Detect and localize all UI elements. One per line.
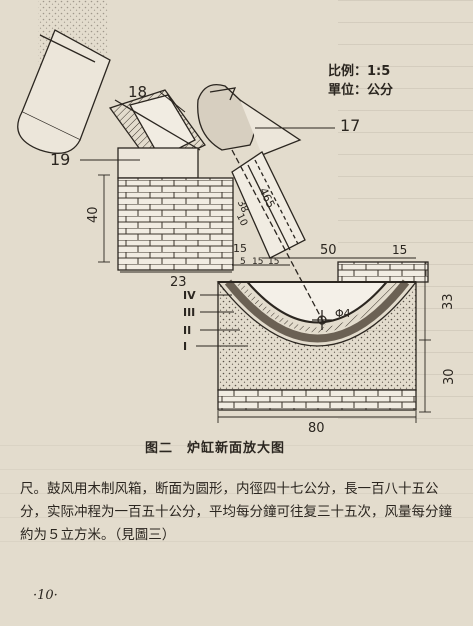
scale-label: 比例：1:5 xyxy=(328,64,391,79)
layer-II: II xyxy=(183,324,191,337)
layer-III: III xyxy=(183,306,195,319)
tuyere-axis xyxy=(231,149,326,326)
dim-38: 38 xyxy=(235,198,250,214)
dim-50: 50 xyxy=(320,243,337,258)
inclined-blast-pipe xyxy=(231,151,306,259)
brick-base xyxy=(217,389,417,411)
dim-5: 5 xyxy=(240,257,246,267)
dim-40: 40 xyxy=(86,206,101,223)
dimension-lines xyxy=(98,174,431,423)
label-18: 18 xyxy=(128,83,147,101)
label-17: 17 xyxy=(340,116,360,135)
dim-15-a: 15 xyxy=(233,242,247,255)
figure-caption: 图二 炉缸新面放大图 xyxy=(145,441,286,456)
brick-wall-upper xyxy=(117,147,234,271)
scale-legend: 比例：1:5 單位：公分 xyxy=(328,62,393,100)
layer-IV: IV xyxy=(183,289,196,302)
body-paragraph: 尺。鼓风用木制风箱，断面为圆形，内徑四十七公分，長一百八十五公分，实际冲程为一百… xyxy=(20,481,452,543)
dim-30: 30 xyxy=(442,368,457,385)
unit-label: 單位：公分 xyxy=(328,83,394,98)
dim-15-c: 15 xyxy=(268,257,279,267)
dim-23: 23 xyxy=(170,275,187,290)
bleed-through-text-lower xyxy=(0,445,473,565)
brick-block-right xyxy=(337,261,429,283)
page-number: ·10· xyxy=(33,588,58,603)
dim-15-right: 15 xyxy=(392,243,407,257)
dim-10: 10 xyxy=(234,212,249,228)
label-19: 19 xyxy=(50,150,70,169)
part-17-cloth-connector xyxy=(197,83,302,156)
dim-33: 33 xyxy=(441,293,456,310)
furnace-hearth-diagram: 18 17 19 40 23 50 15 15 5 15 15 33 30 80… xyxy=(17,0,457,436)
dim-15-b: 15 xyxy=(252,257,263,267)
leader-lines xyxy=(80,91,335,347)
layer-I: I xyxy=(183,340,187,353)
part-19-bellows-arm xyxy=(17,29,111,154)
dim-80: 80 xyxy=(308,421,325,436)
dim-diameter-4: Φ4 xyxy=(335,307,351,320)
hearth-body xyxy=(216,279,418,391)
